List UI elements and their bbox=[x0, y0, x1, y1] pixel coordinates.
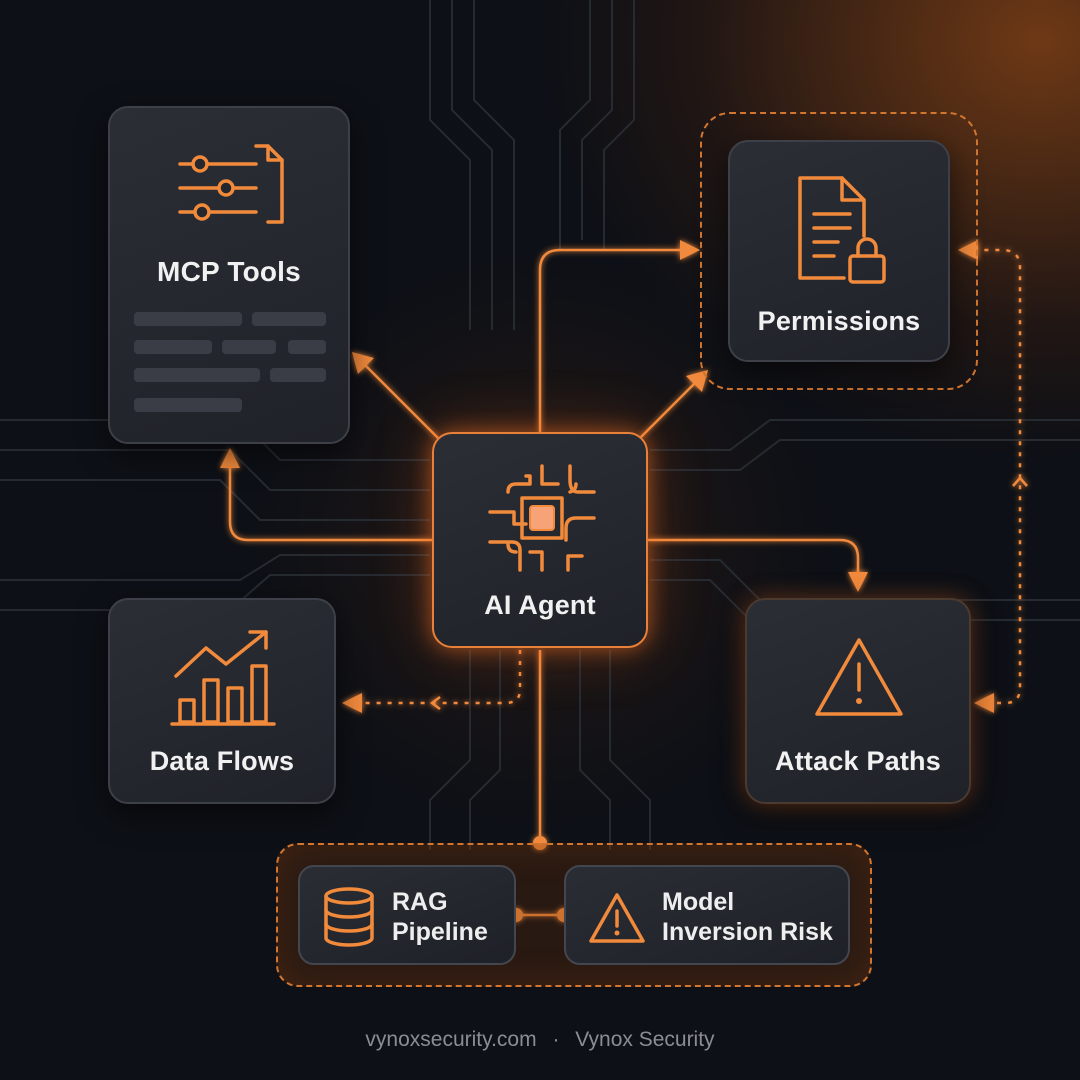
rag-pipeline-card[interactable]: RAG Pipeline bbox=[298, 865, 516, 965]
edge-agent-mcp-diagonal bbox=[361, 361, 439, 439]
placeholder-bar bbox=[288, 340, 326, 354]
warning-triangle-icon bbox=[589, 893, 645, 943]
arrowhead-dataflows bbox=[342, 693, 362, 713]
footer: vynoxsecurity.com · Vynox Security bbox=[0, 1028, 1080, 1052]
database-icon bbox=[324, 887, 374, 947]
arrowhead-mcp-diagonal bbox=[352, 352, 374, 374]
arrowhead-attack-in bbox=[974, 693, 994, 713]
edge-agent-mcp-elbow bbox=[228, 462, 432, 542]
edge-agent-attack bbox=[648, 538, 860, 578]
edge-attack-permissions-dotted bbox=[972, 248, 1022, 705]
permissions-card[interactable]: Permissions bbox=[728, 140, 950, 362]
attack-paths-label: Attack Paths bbox=[775, 746, 941, 776]
sliders-document-icon bbox=[178, 144, 284, 224]
placeholder-bar bbox=[134, 398, 242, 412]
data-flows-label: Data Flows bbox=[149, 746, 295, 776]
ai-agent-label: AI Agent bbox=[484, 590, 596, 620]
placeholder-bar bbox=[222, 340, 276, 354]
model-inversion-label: Model Inversion Risk bbox=[662, 887, 833, 947]
chevron-up-dotted bbox=[1012, 476, 1028, 487]
model-label-line1: Model bbox=[662, 888, 735, 916]
placeholder-bar bbox=[134, 312, 242, 326]
warning-triangle-icon bbox=[815, 638, 903, 716]
arrowhead-attack bbox=[848, 572, 868, 592]
arrowhead-permissions-in bbox=[958, 240, 978, 260]
model-inversion-risk-card[interactable]: Model Inversion Risk bbox=[564, 865, 850, 965]
edge-agent-dataflows-dotted bbox=[356, 650, 522, 705]
model-label-line2: Inversion Risk bbox=[662, 918, 833, 946]
edge-agent-permissions-elbow bbox=[538, 248, 686, 432]
placeholder-bar bbox=[252, 312, 326, 326]
footer-site-link[interactable]: vynoxsecurity.com bbox=[365, 1028, 537, 1051]
rag-label-line2: Pipeline bbox=[392, 918, 488, 946]
document-lock-icon bbox=[798, 176, 886, 284]
footer-brand: Vynox Security bbox=[575, 1028, 715, 1051]
placeholder-bar bbox=[134, 340, 212, 354]
arrowhead-mcp-elbow bbox=[220, 448, 240, 468]
mcp-tools-card[interactable]: MCP Tools bbox=[108, 106, 350, 444]
chevron-mid-dotted bbox=[429, 696, 441, 710]
data-flows-card[interactable]: Data Flows bbox=[108, 598, 336, 804]
arrowhead-permissions-elbow bbox=[680, 240, 700, 260]
rag-label-line1: RAG bbox=[392, 888, 448, 916]
placeholder-bar bbox=[270, 368, 326, 382]
bar-chart-trend-icon bbox=[170, 630, 276, 726]
attack-paths-card[interactable]: Attack Paths bbox=[745, 598, 971, 804]
ai-agent-card[interactable]: AI Agent bbox=[432, 432, 648, 648]
chip-icon bbox=[488, 464, 596, 572]
permissions-label: Permissions bbox=[757, 306, 921, 336]
mcp-tools-label: MCP Tools bbox=[157, 256, 301, 287]
placeholder-bar bbox=[134, 368, 260, 382]
arrowhead-permissions-diagonal bbox=[686, 370, 708, 392]
permissions-dashed-boundary bbox=[700, 112, 978, 390]
edge-agent-permissions-diagonal bbox=[639, 379, 699, 439]
rag-pipeline-label: RAG Pipeline bbox=[392, 887, 488, 947]
footer-separator: · bbox=[552, 1028, 560, 1051]
